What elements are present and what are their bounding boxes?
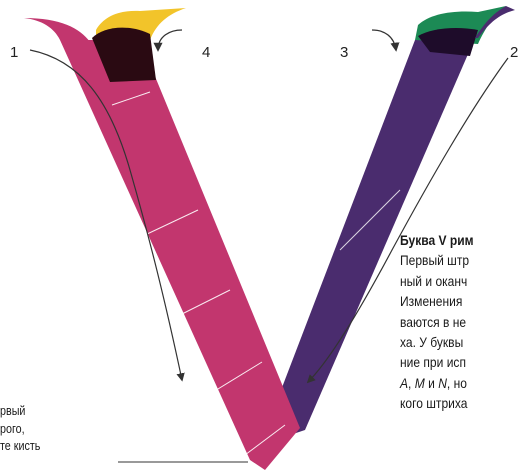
caption-separator: и	[425, 375, 438, 391]
caption-line: A, M и N, но	[400, 373, 520, 393]
caption-letter-n: N	[438, 375, 447, 391]
thick-stroke-swash	[24, 18, 90, 42]
caption-line: Первый штр	[400, 250, 520, 270]
caption-letter-m: M	[415, 375, 425, 391]
stroke-number-1: 1	[10, 45, 18, 60]
caption-title: Буква V рим	[400, 230, 520, 250]
curved-arrow-icon	[372, 30, 396, 50]
caption-line: ние при исп	[400, 352, 520, 372]
caption-line: Изменения	[400, 291, 520, 311]
caption-line: ваются в не	[400, 312, 520, 332]
curved-arrow-icon	[158, 30, 182, 50]
caption-line: ха. У буквы	[400, 332, 520, 352]
stroke-number-3: 3	[340, 45, 348, 60]
stroke-number-4: 4	[202, 45, 210, 60]
caption-line: кого штриха	[400, 393, 520, 413]
note-line: рого,	[0, 421, 103, 439]
caption-line-rest: , но	[447, 375, 467, 391]
caption-text: Буква V рим Первый штр ный и оканч Измен…	[400, 230, 520, 414]
note-line: те кисть	[0, 438, 103, 456]
side-note: рвый рого, те кисть	[0, 403, 103, 456]
stroke-number-2: 2	[510, 45, 518, 60]
note-line: рвый	[0, 403, 103, 421]
caption-line: ный и оканч	[400, 271, 520, 291]
